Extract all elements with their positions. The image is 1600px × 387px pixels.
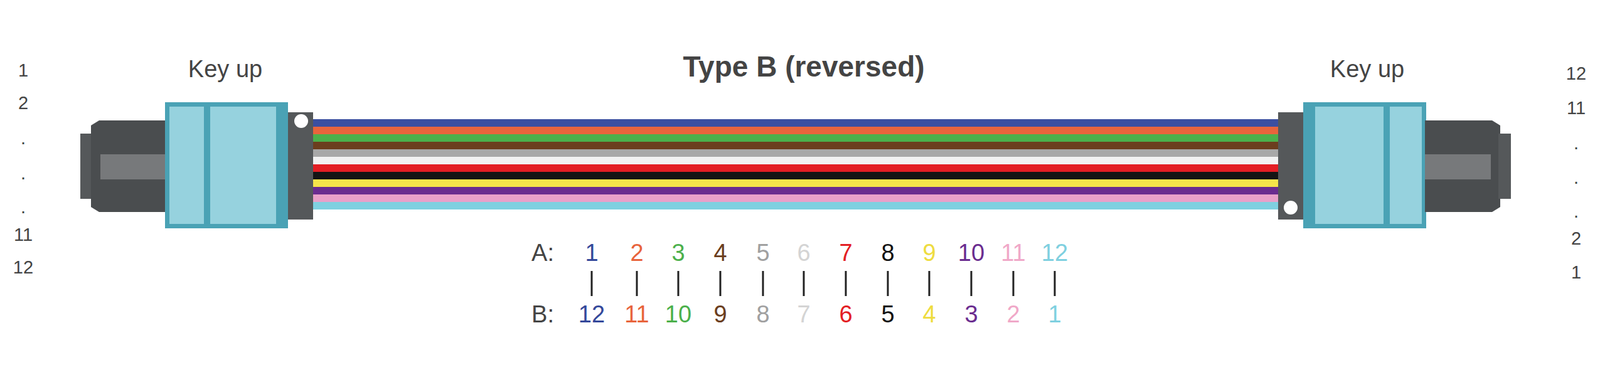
tick-line: [636, 271, 639, 297]
end-label: B:: [531, 302, 555, 327]
fiber-position: .: [1573, 202, 1579, 221]
tick-line: [887, 271, 890, 297]
fiber-number: 11: [1000, 240, 1026, 265]
fiber-number: 10: [958, 240, 985, 265]
fiber-number: 4: [922, 302, 936, 327]
fiber-position: .: [20, 198, 26, 217]
fiber-number: 8: [880, 240, 895, 265]
fiber-number: 12: [1041, 240, 1068, 265]
fiber-ribbon: [310, 119, 1284, 210]
fiber-position: .: [20, 164, 26, 183]
fiber-number: 1: [1047, 302, 1062, 327]
fiber-position: 11: [1566, 99, 1586, 118]
tick-line: [970, 271, 973, 297]
key-label: Key up: [188, 57, 263, 81]
fiber-number: 11: [624, 302, 649, 327]
fiber-position: 1: [18, 61, 29, 80]
fiber-position: .: [1573, 134, 1579, 153]
tick-line: [1012, 271, 1015, 297]
diagram-title: Type B (reversed): [682, 52, 925, 81]
fiber-number: 9: [922, 240, 936, 265]
fiber-number: 10: [665, 302, 692, 327]
fiber-position: 12: [1566, 64, 1587, 83]
fiber-number: 5: [756, 240, 770, 265]
fiber-number: 6: [796, 240, 811, 265]
fiber-number: 1: [584, 240, 598, 265]
tick-line: [928, 271, 931, 297]
fiber-number: 2: [1006, 302, 1020, 327]
fiber-number: 9: [713, 302, 727, 327]
fiber-position: 12: [13, 258, 34, 277]
fiber-position: .: [1573, 168, 1579, 187]
fiber-position: 2: [1571, 229, 1582, 248]
fiber-number: 7: [838, 240, 853, 265]
tick-line: [677, 271, 680, 297]
tick-line: [719, 271, 722, 297]
fiber-number: 12: [578, 302, 605, 327]
tick-line: [591, 271, 593, 297]
fiber-position: 2: [18, 94, 29, 113]
fiber-position: 11: [13, 225, 33, 245]
tick-line: [803, 271, 806, 297]
tick-line: [845, 271, 848, 297]
fiber-number: 5: [880, 302, 895, 327]
fiber-number: 6: [838, 302, 853, 327]
left-connector: [80, 102, 314, 229]
fiber-number: 8: [756, 302, 770, 327]
mapping-ticks: [591, 271, 1055, 297]
right-connector: [1278, 102, 1511, 229]
fiber-number: 4: [713, 240, 727, 265]
fiber-number: 2: [629, 240, 644, 265]
fiber-position: 1: [1571, 263, 1582, 282]
fiber-number: 7: [796, 302, 811, 327]
key-label: Key up: [1330, 57, 1405, 81]
fiber-position: .: [20, 129, 26, 148]
fiber-number: 3: [964, 302, 978, 327]
tick-line: [1054, 271, 1056, 297]
end-label: A:: [531, 240, 555, 265]
fiber-number: 3: [671, 240, 685, 265]
tick-line: [762, 271, 765, 297]
